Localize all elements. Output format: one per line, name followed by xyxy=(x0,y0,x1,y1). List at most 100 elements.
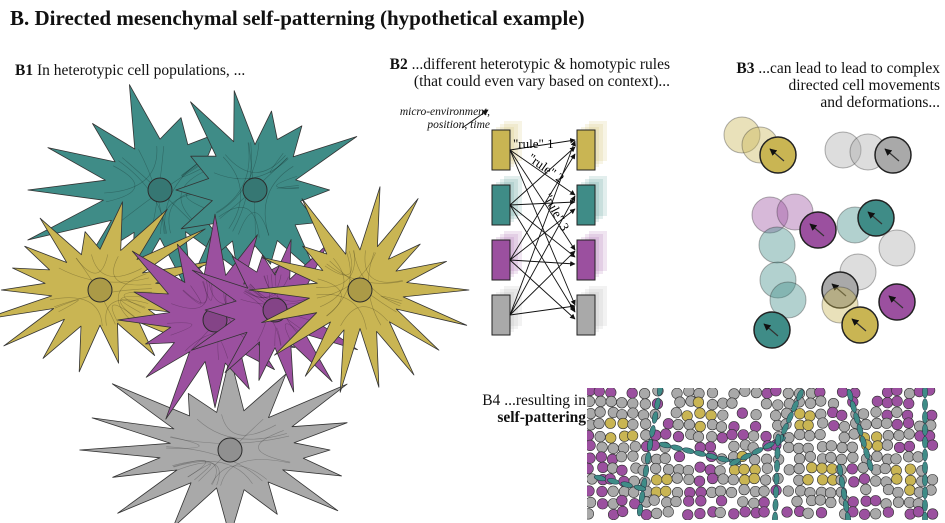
teal-elongated-cell xyxy=(922,448,928,462)
panel-b2-label: B2 ...different heterotypic & homotypic … xyxy=(344,56,670,90)
gray-cell xyxy=(739,388,751,397)
source-gray-box xyxy=(491,294,511,336)
context-line: position, time xyxy=(427,119,490,131)
purple-cell xyxy=(626,388,638,399)
b3-cell-movement xyxy=(723,116,916,349)
gray-cell xyxy=(737,496,749,508)
gray-cell xyxy=(879,462,891,475)
yellow-cell-left-fiber xyxy=(118,273,147,320)
gray-cell xyxy=(870,508,882,520)
gray-cell xyxy=(890,453,902,465)
purple-cell xyxy=(587,388,596,397)
yellow-cell xyxy=(806,462,818,474)
rule-arrow xyxy=(509,303,576,316)
gray-cell-fiber xyxy=(166,436,200,449)
gray-cell xyxy=(882,430,894,442)
teal-elongated-cell xyxy=(647,438,653,452)
purple-cell xyxy=(587,452,596,464)
gray-cell xyxy=(706,431,718,443)
gray-cell xyxy=(683,388,695,397)
gray-cell xyxy=(672,419,684,431)
yellow-cell xyxy=(904,484,916,496)
teal-elongated-cell xyxy=(772,511,778,520)
gray-cell xyxy=(715,421,728,433)
teal-elongated-cell xyxy=(643,464,649,478)
purple-moving-cell xyxy=(751,196,789,234)
purple-cell xyxy=(694,461,706,473)
purple-cell xyxy=(739,506,751,518)
teal-elongated-cell xyxy=(922,410,928,424)
purple-cell xyxy=(616,464,628,476)
gray-cell xyxy=(627,407,639,419)
panel-tag: B1 xyxy=(15,62,34,79)
teal-elongated-cell xyxy=(633,484,647,492)
panel-text: directed cell movements xyxy=(788,77,941,94)
teal-elongated-cell xyxy=(654,397,661,410)
purple-cell-right-fiber xyxy=(244,276,289,298)
gray-cell-fiber xyxy=(220,459,290,486)
rule-arrow xyxy=(509,199,576,206)
gray-cell-fiber xyxy=(196,418,287,440)
gray-cell xyxy=(846,441,858,453)
gray-cell xyxy=(770,409,782,422)
yellow-cell-left-fiber xyxy=(113,256,152,286)
gray-cell xyxy=(892,486,904,499)
purple-cell-left-fiber xyxy=(171,280,208,309)
purple-cell xyxy=(706,472,719,485)
yellow-moving-cell xyxy=(723,116,761,154)
b4-pattern-field xyxy=(587,388,940,520)
purple-cell xyxy=(629,498,641,510)
gray-cell xyxy=(606,462,619,474)
gray-cell xyxy=(748,430,760,442)
gray-cell xyxy=(587,508,595,520)
teal-cell-left-fiber xyxy=(180,168,210,224)
yellow-cell xyxy=(605,432,617,444)
purple-cell-right-fiber xyxy=(274,327,282,347)
gray-cell-nucleus xyxy=(217,437,243,463)
gray-cell xyxy=(725,486,738,499)
yellow-cell-right-fiber xyxy=(324,251,353,276)
gray-cell xyxy=(814,494,826,506)
yellow-cell xyxy=(660,485,672,497)
gray-cell xyxy=(717,409,729,421)
gray-cell xyxy=(870,406,882,418)
teal-elongated-cell xyxy=(773,472,780,486)
gray-cell xyxy=(760,474,772,486)
gray-cell xyxy=(683,473,695,486)
teal-elongated-cell xyxy=(751,447,764,455)
gray-cell xyxy=(881,439,894,451)
purple-cell xyxy=(716,432,728,444)
rule-arrow xyxy=(509,149,576,196)
purple-cell xyxy=(836,409,848,421)
teal-elongated-cell xyxy=(651,411,659,424)
purple-cell-right-fiber xyxy=(284,323,302,343)
rule-arrow xyxy=(509,259,576,267)
teal-elongated-cell xyxy=(774,446,781,460)
purple-cell xyxy=(871,395,883,407)
teal-cell-right-fiber xyxy=(238,212,270,236)
yellow-cell xyxy=(804,410,816,422)
purple-cell xyxy=(662,418,675,430)
purple-cell xyxy=(870,495,882,507)
rule-arrow xyxy=(509,250,576,316)
teal-cell-right-fiber xyxy=(218,207,260,238)
purple-cell xyxy=(695,495,707,507)
yellow-cell xyxy=(729,464,741,476)
direction-arrow xyxy=(884,148,900,162)
gray-cell xyxy=(804,451,816,463)
purple-cell xyxy=(683,495,695,507)
yellow-cell-left-fiber xyxy=(123,291,152,309)
teal-moving-cell xyxy=(759,261,797,299)
gray-cell xyxy=(587,408,597,420)
gray-cell xyxy=(814,428,826,441)
gray-cell xyxy=(825,496,837,509)
teal-elongated-cell xyxy=(781,422,789,435)
teal-moving-cell xyxy=(769,281,807,319)
gray-cell-fiber xyxy=(172,460,217,485)
gray-moving-cell xyxy=(878,229,916,267)
gray-cell xyxy=(738,484,750,496)
purple-cell xyxy=(749,420,762,433)
purple-cell xyxy=(597,498,609,510)
